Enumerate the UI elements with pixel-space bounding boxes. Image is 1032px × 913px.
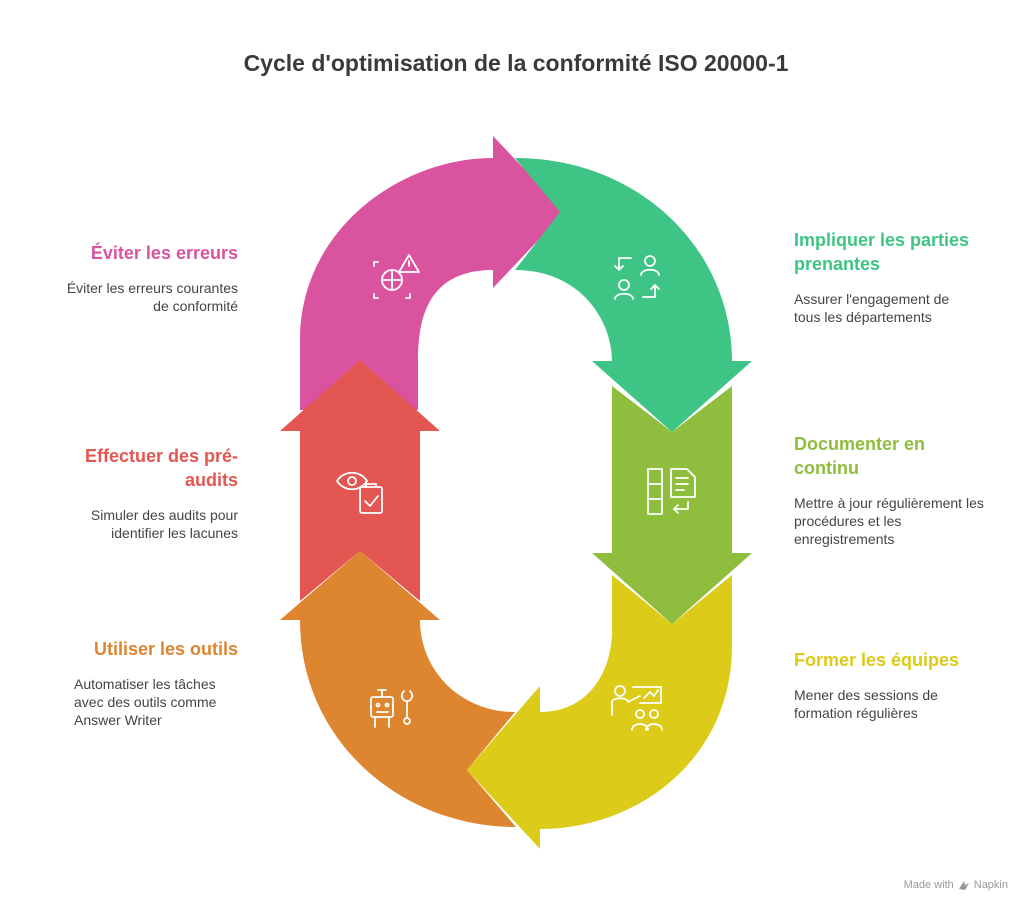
training-presentation-icon bbox=[611, 685, 663, 731]
step-utiliser-title: Utiliser les outils bbox=[93, 639, 238, 659]
step-eviter-title: Éviter les erreurs bbox=[90, 243, 238, 263]
arrow-utiliser bbox=[280, 551, 516, 827]
step-documenter-desc: Mettre à jour régulièrement les procédur… bbox=[794, 495, 984, 547]
step-impliquer: Impliquer les parties prenantes Assurer … bbox=[794, 228, 994, 326]
step-former-desc: Mener des sessions de formation régulièr… bbox=[794, 687, 938, 721]
step-utiliser: Utiliser les outils Automatiser les tâch… bbox=[38, 637, 238, 729]
step-impliquer-desc: Assurer l'engagement de tous les départe… bbox=[794, 291, 950, 325]
step-eviter-desc: Éviter les erreurs courantes de conformi… bbox=[66, 280, 238, 314]
footer-made-with: Made with bbox=[903, 879, 954, 891]
footer-brand: Napkin bbox=[973, 879, 1008, 891]
step-documenter: Documenter en continu Mettre à jour régu… bbox=[794, 432, 994, 548]
step-eviter: Éviter les erreurs Éviter les erreurs co… bbox=[38, 241, 238, 315]
napkin-logo-icon bbox=[958, 881, 969, 890]
robot-wrench-icon bbox=[370, 689, 414, 728]
arrow-eviter bbox=[300, 136, 565, 410]
alert-target-icon bbox=[373, 254, 420, 299]
arrow-effectuer bbox=[280, 360, 440, 601]
arrow-former bbox=[467, 575, 732, 849]
step-utiliser-desc: Automatiser les tâches avec des outils c… bbox=[74, 676, 217, 728]
step-effectuer: Effectuer des pré-audits Simuler des aud… bbox=[38, 444, 238, 542]
arrow-impliquer bbox=[515, 158, 752, 432]
arrow-documenter bbox=[592, 386, 752, 624]
step-documenter-title: Documenter en continu bbox=[794, 434, 926, 478]
eye-clipboard-icon bbox=[336, 471, 383, 514]
diagram-title: Cycle d'optimisation de la conformité IS… bbox=[243, 50, 789, 76]
footer-credit: Made with Napkin bbox=[904, 879, 1008, 891]
people-exchange-icon bbox=[614, 255, 660, 300]
step-effectuer-desc: Simuler des audits pour identifier les l… bbox=[90, 507, 238, 541]
step-former: Former les équipes Mener des sessions de… bbox=[794, 648, 994, 722]
step-impliquer-title: Impliquer les parties prenantes bbox=[794, 230, 970, 274]
step-effectuer-title: Effectuer des pré-audits bbox=[84, 446, 238, 490]
step-former-title: Former les équipes bbox=[794, 650, 960, 670]
document-update-icon bbox=[647, 468, 696, 515]
